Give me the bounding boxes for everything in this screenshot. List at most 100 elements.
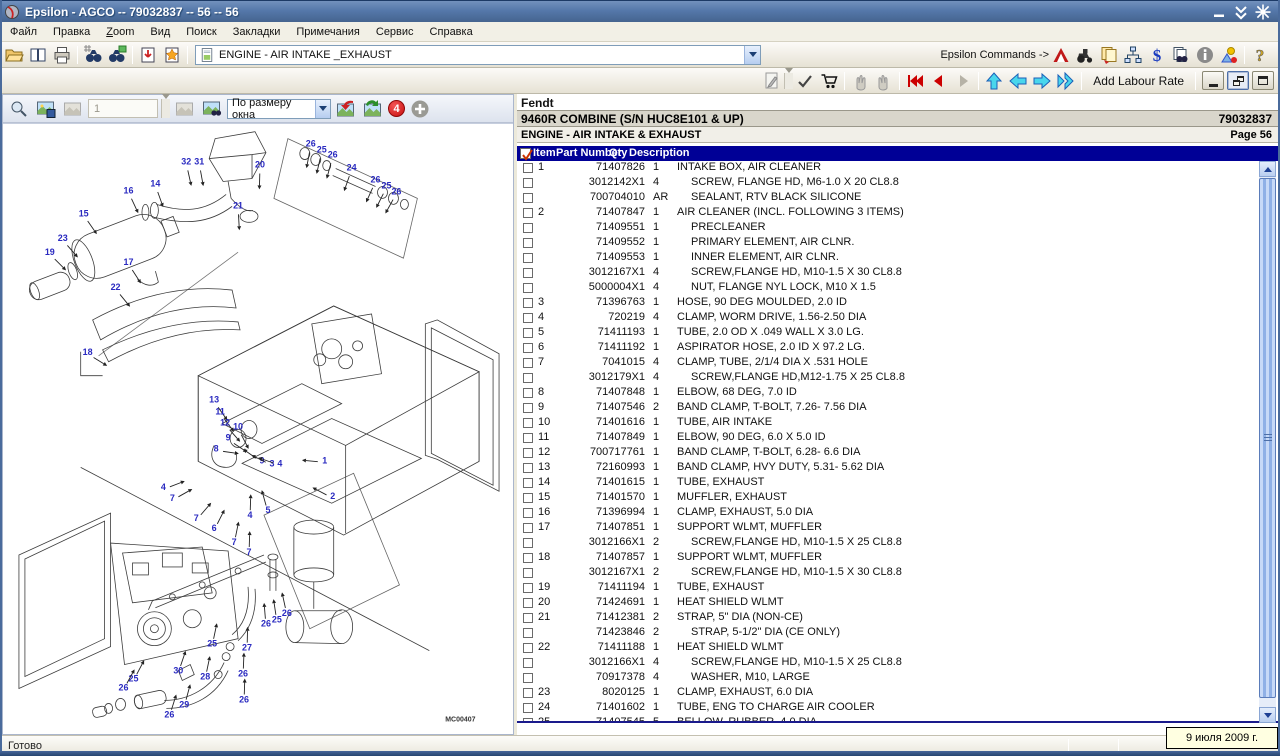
row-checkbox[interactable] <box>523 343 533 353</box>
user-command-button[interactable] <box>1217 44 1241 66</box>
image-number-input[interactable] <box>88 99 158 118</box>
row-checkbox[interactable] <box>523 418 533 428</box>
close-window-icon[interactable] <box>1254 4 1272 20</box>
row-checkbox[interactable] <box>523 478 533 488</box>
row-checkbox[interactable] <box>523 658 533 668</box>
row-checkbox[interactable] <box>523 493 533 503</box>
revert-image-button[interactable] <box>334 98 358 120</box>
cart-button[interactable] <box>817 70 841 92</box>
open-button[interactable] <box>2 44 26 66</box>
bookmark-add-button[interactable] <box>160 44 184 66</box>
menu-item-2[interactable]: Правка <box>53 25 91 38</box>
row-checkbox[interactable] <box>523 523 533 533</box>
row-checkbox[interactable] <box>523 178 533 188</box>
row-checkbox[interactable] <box>523 613 533 623</box>
structure-command-button[interactable] <box>1121 44 1145 66</box>
search-documents-button[interactable] <box>1169 44 1193 66</box>
row-checkbox[interactable] <box>523 643 533 653</box>
grab-left-button[interactable] <box>848 70 872 92</box>
row-checkbox[interactable] <box>523 298 533 308</box>
pane-maximize-button[interactable] <box>1252 71 1274 90</box>
row-checkbox[interactable] <box>523 583 533 593</box>
row-checkbox[interactable] <box>523 358 533 368</box>
scroll-up-icon[interactable] <box>1259 161 1276 177</box>
menu-item-1[interactable]: Файл <box>10 25 38 38</box>
row-checkbox[interactable] <box>523 673 533 683</box>
edit-document-button[interactable] <box>760 70 784 92</box>
row-checkbox[interactable] <box>523 283 533 293</box>
menu-item-3[interactable]: Zoom <box>106 25 135 38</box>
next-image-button[interactable] <box>173 98 197 120</box>
scrollbar-thumb[interactable] <box>1259 178 1276 698</box>
notes-count-badge[interactable]: 4 <box>388 100 405 117</box>
column-header-description[interactable]: Description <box>629 147 690 159</box>
zoom-mode-arrow-icon[interactable] <box>314 99 330 118</box>
row-checkbox[interactable] <box>523 253 533 263</box>
menu-item-9[interactable]: Справка <box>429 25 473 38</box>
column-header-qty[interactable]: Qty <box>609 147 628 159</box>
row-checkbox[interactable] <box>523 433 533 443</box>
save-image-button[interactable] <box>34 98 58 120</box>
menu-item-4[interactable]: Вид <box>150 25 171 38</box>
row-checkbox[interactable] <box>523 508 533 518</box>
pane-minimize-button[interactable] <box>1202 71 1224 90</box>
menu-item-8[interactable]: Сервис <box>375 25 414 38</box>
catalog-book-button[interactable] <box>26 44 50 66</box>
first-page-button[interactable] <box>903 70 927 92</box>
scroll-down-icon[interactable] <box>1259 707 1276 723</box>
find-part-number-button[interactable] <box>81 44 105 66</box>
row-checkbox[interactable] <box>523 238 533 248</box>
info-command-button[interactable] <box>1193 44 1217 66</box>
column-header-item[interactable]: Item <box>533 147 556 159</box>
previous-page-button[interactable] <box>927 70 951 92</box>
select-all-checkbox[interactable] <box>520 148 533 161</box>
row-checkbox[interactable] <box>523 193 533 203</box>
help-button[interactable]: ? <box>1248 44 1272 66</box>
table-scrollbar[interactable] <box>1259 161 1276 723</box>
copy-note-command-button[interactable] <box>1097 44 1121 66</box>
row-checkbox[interactable] <box>523 568 533 578</box>
navigate-last-button[interactable] <box>1054 70 1078 92</box>
row-checkbox[interactable] <box>523 688 533 698</box>
row-checkbox[interactable] <box>523 628 533 638</box>
row-checkbox[interactable] <box>523 598 533 608</box>
drawing-selector[interactable]: ENGINE - AIR INTAKE _EXHAUST <box>195 44 761 65</box>
add-labour-rate-button[interactable]: Add Labour Rate <box>1093 73 1184 88</box>
agco-command-button[interactable] <box>1049 44 1073 66</box>
row-checkbox[interactable] <box>523 388 533 398</box>
machine-command-button[interactable] <box>1073 44 1097 66</box>
